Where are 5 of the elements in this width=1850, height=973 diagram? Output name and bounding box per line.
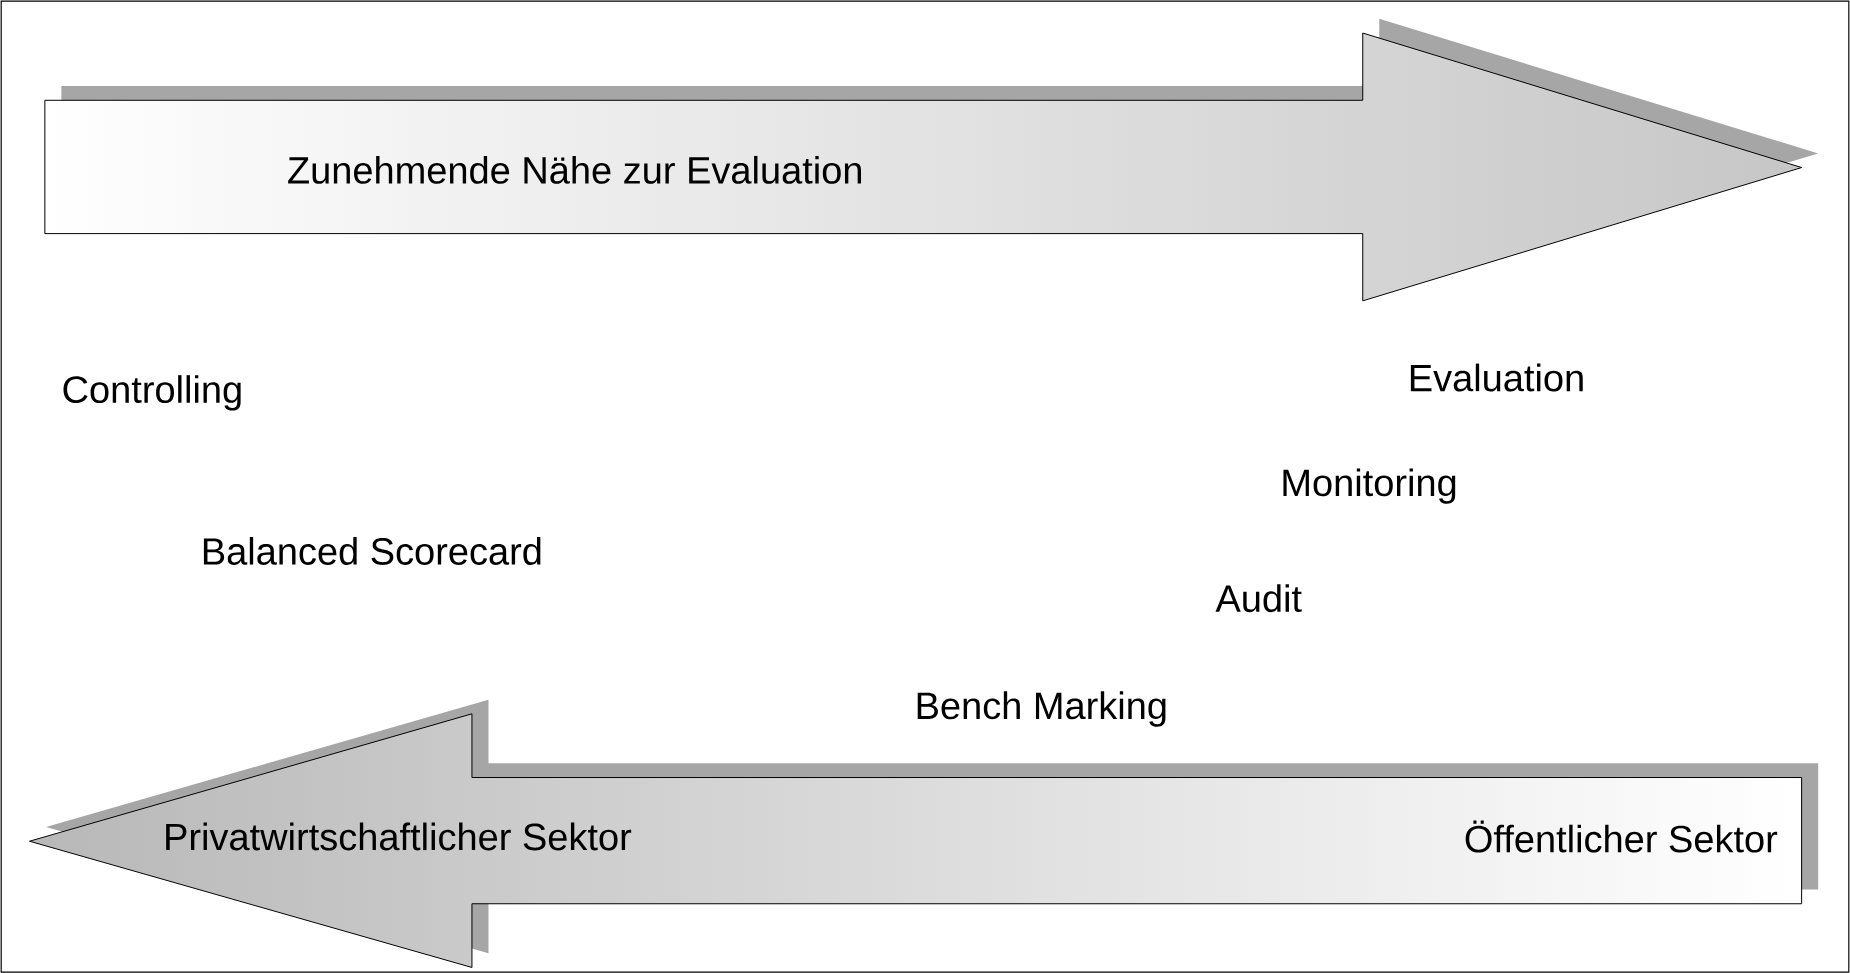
label: Balanced Scorecard [203, 536, 541, 565]
label: Monitoring [1283, 468, 1456, 504]
label: Audit [1215, 584, 1302, 612]
label: Controlling [63, 375, 241, 411]
label: Evaluation [1410, 363, 1583, 392]
